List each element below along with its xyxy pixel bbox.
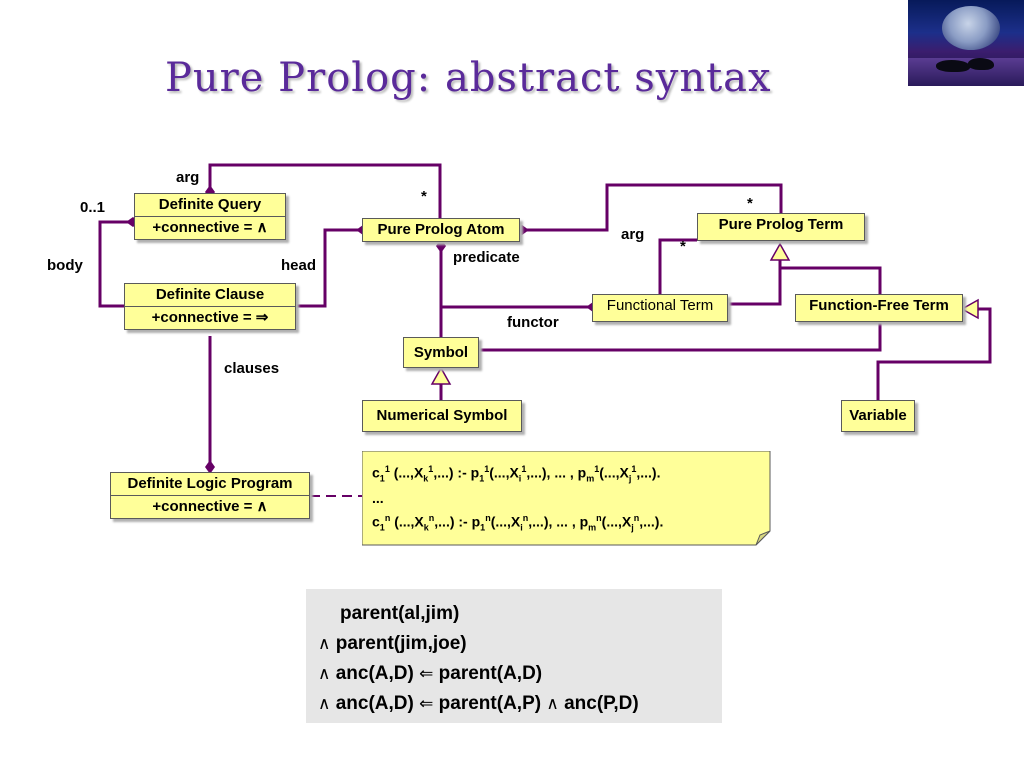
diamond-program-clauses xyxy=(205,460,215,474)
night-sea-orca-picture xyxy=(908,0,1024,86)
note-shape xyxy=(362,451,771,546)
note-line-2: ... xyxy=(372,490,384,507)
symbol-name: Symbol xyxy=(413,344,469,361)
variable-name: Variable xyxy=(849,407,907,424)
label-predicate: predicate xyxy=(453,249,520,266)
arg-connector xyxy=(208,163,442,218)
pure-prolog-atom-name: Pure Prolog Atom xyxy=(377,221,505,238)
definite-query-attr: +connective = ∧ xyxy=(135,216,285,239)
generalization-triangle-function-free xyxy=(960,298,979,320)
label-head: head xyxy=(281,257,317,274)
head-connector xyxy=(296,228,362,308)
clause-program-note: c11 (...,Xk1,...) :- p11(...,Xi1,...), .… xyxy=(362,451,770,545)
functional-arg-connector xyxy=(658,238,697,294)
definite-clause-name: Definite Clause xyxy=(155,286,265,303)
page-title: Pure Prolog: abstract syntax xyxy=(165,55,772,101)
pure-prolog-term-name: Pure Prolog Term xyxy=(718,216,844,233)
definite-clause-attr: +connective = ⇒ xyxy=(125,306,295,329)
example-line-3: ∧ anc(A,D) ⇐ parent(A,D) xyxy=(318,663,543,684)
numerical-symbol-name: Numerical Symbol xyxy=(376,407,508,424)
definite-logic-program-attr: +connective = ∧ xyxy=(111,495,309,518)
label-multiplicity-0-1: 0..1 xyxy=(80,199,106,216)
definite-logic-program-box: Definite Logic Program +connective = ∧ xyxy=(110,472,310,519)
diamond-atom-predicate xyxy=(436,239,446,253)
symbol-box: Symbol xyxy=(403,337,479,368)
definite-query-name: Definite Query xyxy=(158,196,262,213)
body-connector xyxy=(98,220,133,308)
definite-logic-program-name: Definite Logic Program xyxy=(127,475,293,492)
label-body: body xyxy=(47,257,83,274)
functional-term-name: Functional Term xyxy=(606,297,714,314)
pure-prolog-term-box: Pure Prolog Term xyxy=(697,213,865,241)
example-line-1: parent(al,jim) xyxy=(340,603,460,624)
function-free-term-name: Function-Free Term xyxy=(809,297,949,314)
generalization-triangle-term xyxy=(769,242,791,261)
example-line-4: ∧ anc(A,D) ⇐ parent(A,P) ∧ anc(P,D) xyxy=(318,693,639,714)
functional-term-box: Functional Term xyxy=(592,294,728,322)
label-clauses: clauses xyxy=(224,360,280,377)
variable-box: Variable xyxy=(841,400,915,432)
symbol-to-function-free xyxy=(478,322,882,352)
label-arg-right: arg xyxy=(621,226,645,243)
label-arg-top: arg xyxy=(176,169,200,186)
atom-arg-connector xyxy=(520,183,783,232)
example-line-2: ∧ parent(jim,joe) xyxy=(318,633,467,654)
definite-clause-box: Definite Clause +connective = ⇒ xyxy=(124,283,296,330)
function-free-term-box: Function-Free Term xyxy=(795,294,963,322)
label-star-functional: * xyxy=(680,238,686,255)
function-free-generalization xyxy=(780,266,882,294)
definite-query-box: Definite Query +connective = ∧ xyxy=(134,193,286,240)
variable-generalization xyxy=(876,307,992,400)
label-star-term: * xyxy=(747,195,753,212)
note-line-1: c11 (...,Xk1,...) :- p11(...,Xi1,...), .… xyxy=(372,464,661,484)
generalization-triangle-symbol xyxy=(430,366,452,385)
example-program: parent(al,jim) ∧ parent(jim,joe) ∧ anc(A… xyxy=(306,589,722,723)
numerical-symbol-box: Numerical Symbol xyxy=(362,400,522,432)
pure-prolog-atom-box: Pure Prolog Atom xyxy=(362,218,520,242)
label-star-atom: * xyxy=(421,188,427,205)
label-functor: functor xyxy=(507,314,559,331)
note-line-3: c1n (...,Xkn,...) :- p1n(...,Xin,...), .… xyxy=(372,513,664,533)
